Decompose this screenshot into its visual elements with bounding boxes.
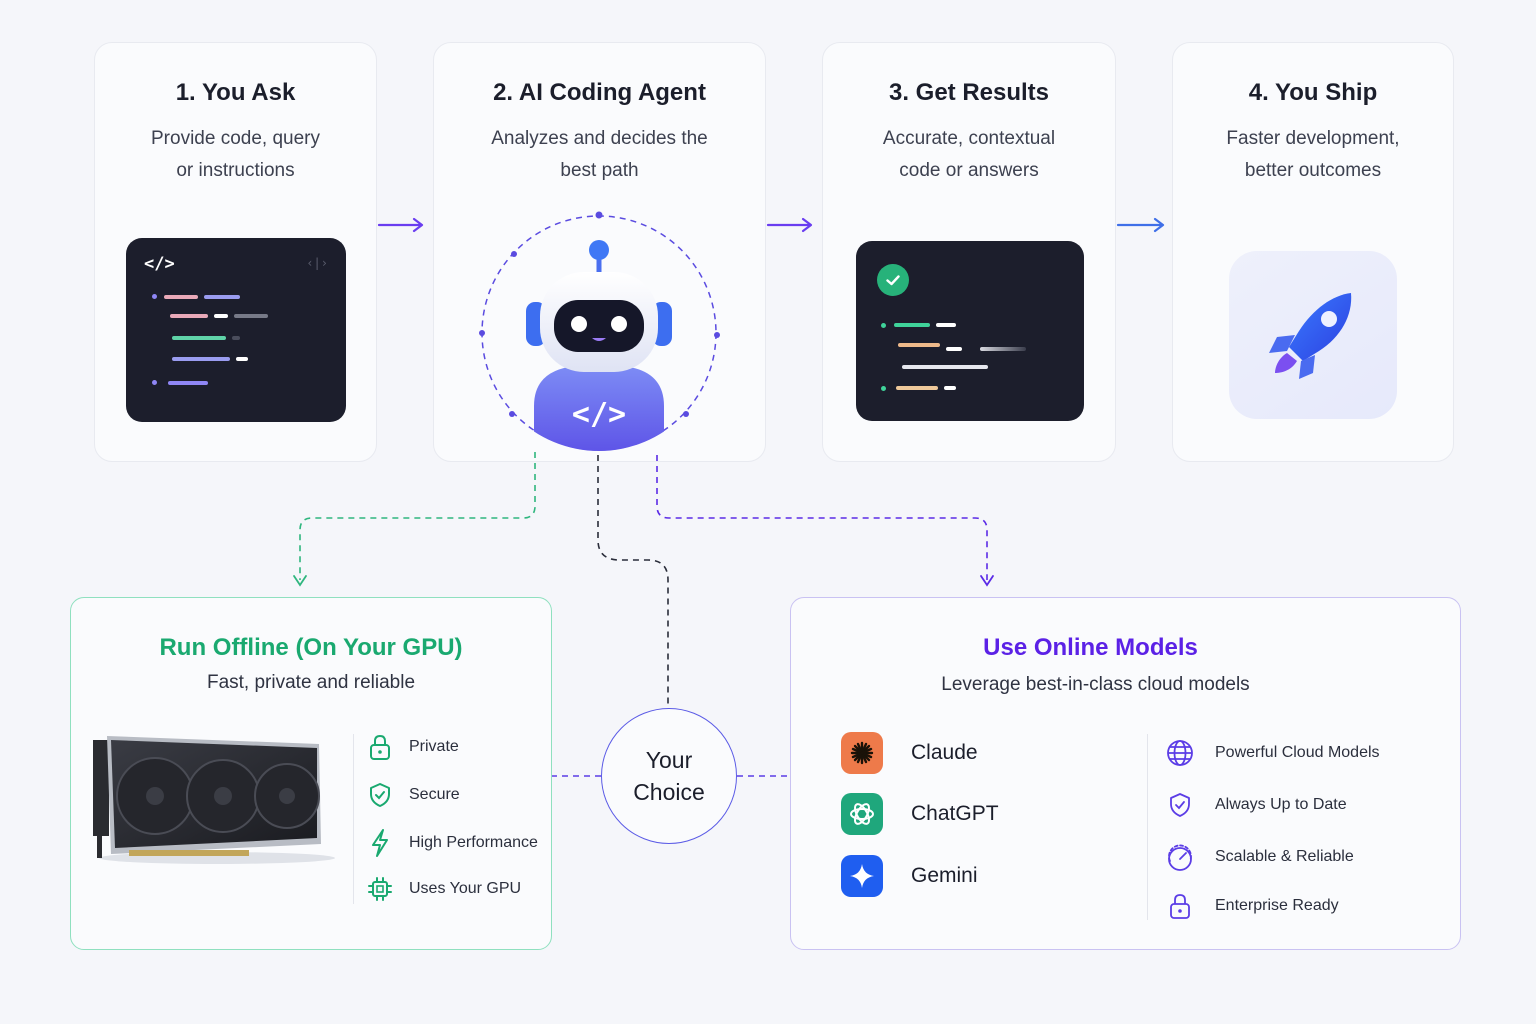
code-line (980, 347, 1026, 351)
code-line (902, 365, 988, 369)
step-title: 4. You Ship (1248, 79, 1378, 106)
shield-check-icon (365, 780, 395, 810)
rocket-tile (1229, 251, 1397, 419)
feature-divider (353, 734, 354, 904)
code-line (214, 314, 228, 318)
choice-line: Your (645, 747, 693, 773)
feature-powerful-cloud: Powerful Cloud Models (1165, 738, 1380, 768)
gemini-logo-icon (841, 855, 883, 897)
feature-uses-gpu: Uses Your GPU (365, 874, 521, 904)
code-line (896, 386, 938, 390)
feature-enterprise: Enterprise Ready (1165, 891, 1339, 921)
step-desc-line: better outcomes (1244, 160, 1382, 181)
feature-label: Enterprise Ready (1215, 897, 1339, 914)
step-desc-line: or instructions (176, 160, 295, 181)
model-name: Gemini (911, 864, 978, 887)
feature-always-updated: Always Up to Date (1165, 790, 1347, 820)
chip-icon (365, 874, 395, 904)
code-line (164, 295, 198, 299)
step-title: 3. Get Results (888, 79, 1050, 106)
code-line (172, 336, 226, 340)
feature-label: Powerful Cloud Models (1215, 744, 1380, 761)
code-line (168, 381, 208, 385)
lock-icon (1165, 891, 1195, 921)
your-choice-node: Your Choice (601, 708, 737, 844)
lightning-icon (365, 828, 395, 858)
step-card-ship: 4. You Ship Faster development, better o… (1172, 42, 1454, 462)
code-line (172, 357, 230, 361)
offline-subtitle: Fast, private and reliable (206, 672, 416, 693)
code-line (936, 323, 956, 327)
arrow-right-icon (377, 217, 424, 233)
online-option-panel: Use Online Models Leverage best-in-class… (790, 597, 1461, 950)
step-desc: Provide code, query or instructions (95, 123, 376, 187)
code-line-dot (881, 323, 886, 328)
model-name: ChatGPT (911, 802, 999, 825)
feature-divider (1147, 734, 1148, 920)
gpu-card-image (93, 736, 335, 864)
step-desc-line: best path (560, 160, 639, 181)
claude-logo-icon (841, 732, 883, 774)
step-desc: Accurate, contextual code or answers (823, 123, 1115, 187)
step-title: 2. AI Coding Agent (493, 79, 706, 106)
feature-secure: Secure (365, 780, 460, 810)
shield-check-icon (1165, 790, 1195, 820)
globe-icon (1165, 738, 1195, 768)
step-card-ask: 1. You Ask Provide code, query or instru… (94, 42, 377, 462)
model-chatgpt: ChatGPT (841, 793, 999, 835)
code-line (204, 295, 240, 299)
feature-high-performance: High Performance (365, 828, 538, 858)
step-desc-line: Accurate, contextual (882, 128, 1056, 149)
feature-label: Private (409, 738, 459, 755)
chatgpt-logo-icon (841, 793, 883, 835)
choice-line: Choice (633, 779, 705, 805)
offline-title: Run Offline (On Your GPU) (159, 634, 463, 661)
step-desc: Faster development, better outcomes (1173, 123, 1453, 187)
feature-label: High Performance (409, 834, 538, 851)
feature-label: Always Up to Date (1215, 796, 1347, 813)
code-line (234, 314, 268, 318)
arrow-right-icon (766, 217, 813, 233)
step-desc: Analyzes and decides the best path (434, 123, 765, 187)
step-desc-line: Analyzes and decides the (491, 128, 708, 149)
model-name: Claude (911, 741, 978, 764)
step-card-results: 3. Get Results Accurate, contextual code… (822, 42, 1116, 462)
online-title: Use Online Models (983, 634, 1198, 661)
code-line (944, 386, 956, 390)
model-claude: Claude (841, 732, 978, 774)
feature-private: Private (365, 732, 459, 762)
code-line (898, 343, 940, 347)
feature-label: Uses Your GPU (409, 880, 522, 897)
code-tag-faint-icon: ‹|› (306, 256, 328, 270)
arrow-right-icon (1116, 217, 1165, 233)
code-line-dot (152, 294, 157, 299)
code-tag-icon: </> (144, 254, 175, 274)
result-code-panel (856, 241, 1084, 421)
step-desc-line: Provide code, query (151, 128, 320, 149)
code-line (946, 347, 962, 351)
model-gemini: Gemini (841, 855, 978, 897)
offline-option-panel: Run Offline (On Your GPU) Fast, private … (70, 597, 552, 950)
code-line (170, 314, 208, 318)
code-line (894, 323, 930, 327)
feature-label: Secure (409, 786, 460, 803)
rocket-icon (1269, 293, 1352, 379)
code-line (232, 336, 240, 340)
lock-icon (365, 732, 395, 762)
ai-robot-icon: </> (479, 211, 720, 451)
code-line-dot (152, 380, 157, 385)
feature-label: Scalable & Reliable (1215, 848, 1354, 865)
feature-scalable: Scalable & Reliable (1165, 842, 1354, 872)
svg-text:</>: </> (572, 397, 626, 432)
code-editor-panel: </> ‹|› (126, 238, 346, 422)
step-title: 1. You Ask (175, 79, 296, 106)
code-line-dot (881, 386, 886, 391)
code-line (236, 357, 248, 361)
online-subtitle: Leverage best-in-class cloud models (941, 674, 1250, 695)
success-check-icon (877, 264, 909, 296)
step-desc-line: code or answers (899, 160, 1039, 181)
gauge-icon (1165, 842, 1195, 872)
step-desc-line: Faster development, (1226, 128, 1400, 149)
